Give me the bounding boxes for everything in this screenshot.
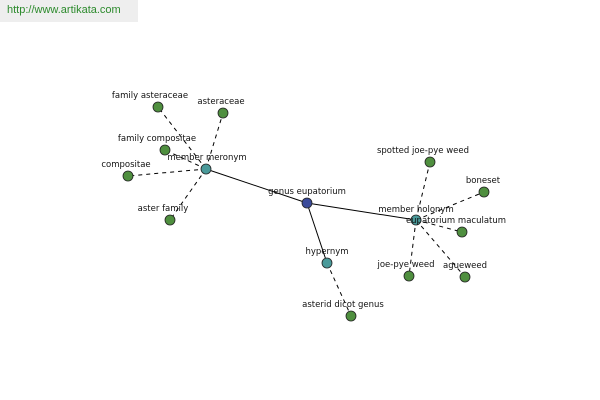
- node-marker-boneset[interactable]: [478, 186, 490, 198]
- node-maculatum[interactable]: eupatorium maculatum: [406, 216, 506, 238]
- node-marker-aster_family[interactable]: [164, 214, 176, 226]
- node-aster_family[interactable]: aster family: [138, 204, 189, 226]
- node-joepye[interactable]: joe-pye weed: [376, 260, 435, 282]
- node-holonym[interactable]: member holonym: [378, 205, 454, 226]
- edge-meronym-compositae: [127, 168, 207, 177]
- edges-layer: [127, 106, 485, 317]
- node-label-hypernym: hypernym: [305, 247, 348, 257]
- watermark-banner: http://www.artikata.com: [0, 0, 138, 22]
- node-label-fam_compositae: family compositae: [118, 134, 196, 144]
- edge-meronym-aster_family: [169, 168, 207, 221]
- edge-holonym-joepye: [408, 219, 417, 277]
- nodes-layer: genus eupatorium member meronym member hol…: [101, 91, 506, 322]
- node-label-holonym: member holonym: [378, 205, 453, 215]
- node-marker-fam_asteraceae[interactable]: [152, 101, 164, 113]
- node-label-asterid: asterid dicot genus: [302, 300, 384, 310]
- node-label-agueweed: agueweed: [443, 261, 487, 271]
- node-label-aster_family: aster family: [138, 204, 189, 214]
- node-asterid[interactable]: asterid dicot genus: [302, 300, 384, 322]
- node-label-boneset: boneset: [466, 176, 501, 186]
- node-marker-agueweed[interactable]: [459, 271, 471, 283]
- node-meronym[interactable]: member meronym: [167, 153, 247, 175]
- node-marker-asteraceae[interactable]: [217, 107, 229, 119]
- node-genus[interactable]: genus eupatorium: [268, 187, 346, 209]
- node-fam_asteraceae[interactable]: family asteraceae: [112, 91, 188, 113]
- edge-genus-holonym: [306, 202, 417, 221]
- node-marker-genus[interactable]: [301, 197, 313, 209]
- edge-meronym-asteraceae: [205, 112, 224, 170]
- node-label-spotted: spotted joe-pye weed: [377, 146, 469, 156]
- watermark-url: http://www.artikata.com: [7, 4, 121, 16]
- node-marker-holonym[interactable]: [410, 214, 422, 226]
- edge-meronym-fam_asteraceae: [157, 106, 207, 170]
- node-marker-meronym[interactable]: [200, 163, 212, 175]
- node-compositae[interactable]: compositae: [101, 160, 151, 182]
- edge-hypernym-asterid: [326, 262, 352, 317]
- node-label-maculatum: eupatorium maculatum: [406, 216, 506, 226]
- node-boneset[interactable]: boneset: [466, 176, 501, 198]
- node-marker-fam_compositae[interactable]: [159, 144, 171, 156]
- node-fam_compositae[interactable]: family compositae: [118, 134, 196, 156]
- node-label-compositae: compositae: [101, 160, 150, 170]
- edge-meronym-genus: [205, 168, 308, 204]
- node-marker-maculatum[interactable]: [456, 226, 468, 238]
- node-label-joepye: joe-pye weed: [376, 260, 434, 270]
- edge-genus-hypernym: [306, 202, 328, 264]
- node-label-genus: genus eupatorium: [268, 187, 346, 197]
- node-marker-compositae[interactable]: [122, 170, 134, 182]
- node-asteraceae[interactable]: asteraceae: [197, 97, 245, 119]
- node-label-meronym: member meronym: [167, 153, 246, 163]
- node-marker-hypernym[interactable]: [321, 257, 333, 269]
- node-marker-asterid[interactable]: [345, 310, 357, 322]
- node-agueweed[interactable]: agueweed: [443, 261, 487, 283]
- node-marker-joepye[interactable]: [403, 270, 415, 282]
- node-label-asteraceae: asteraceae: [197, 97, 244, 107]
- node-marker-spotted[interactable]: [424, 156, 436, 168]
- edge-holonym-spotted: [415, 161, 431, 221]
- node-label-fam_asteraceae: family asteraceae: [112, 91, 188, 101]
- node-hypernym[interactable]: hypernym: [305, 247, 349, 269]
- node-spotted[interactable]: spotted joe-pye weed: [377, 146, 469, 168]
